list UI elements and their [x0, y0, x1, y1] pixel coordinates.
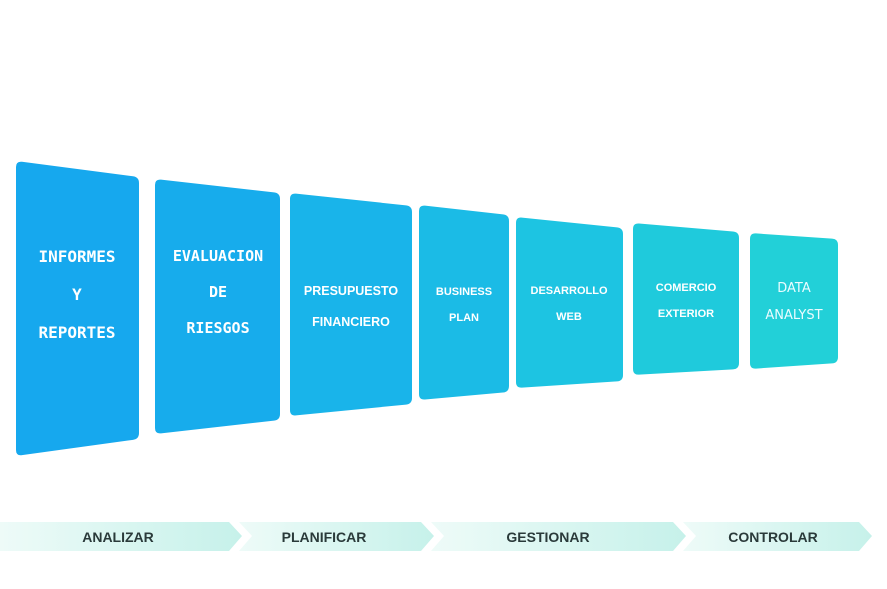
stage-arrow-bar: [0, 522, 872, 551]
panel-shape-evaluacion-riesgos: [155, 179, 280, 434]
panel-shape-presupuesto-financiero: [290, 193, 412, 416]
panel-shape-business-plan: [419, 205, 509, 400]
stage-label-planificar: PLANIFICAR: [281, 529, 367, 545]
panel-shape-desarrollo-web: [516, 217, 623, 388]
stage-label-analizar: ANALIZAR: [82, 529, 154, 545]
panel-shape-informes-reportes: [16, 161, 139, 456]
process-panels: [16, 161, 838, 456]
stage-arrow-controlar: [683, 522, 872, 551]
stage-arrow-analizar: [0, 522, 242, 551]
panel-shape-comercio-exterior: [633, 223, 739, 375]
stage-arrow-gestionar: [431, 522, 686, 551]
panel-shape-data-analyst: [750, 233, 838, 369]
stage-arrow-planificar: [239, 522, 434, 551]
stage-label-controlar: CONTROLAR: [728, 529, 818, 545]
stage-label-gestionar: GESTIONAR: [506, 529, 590, 545]
